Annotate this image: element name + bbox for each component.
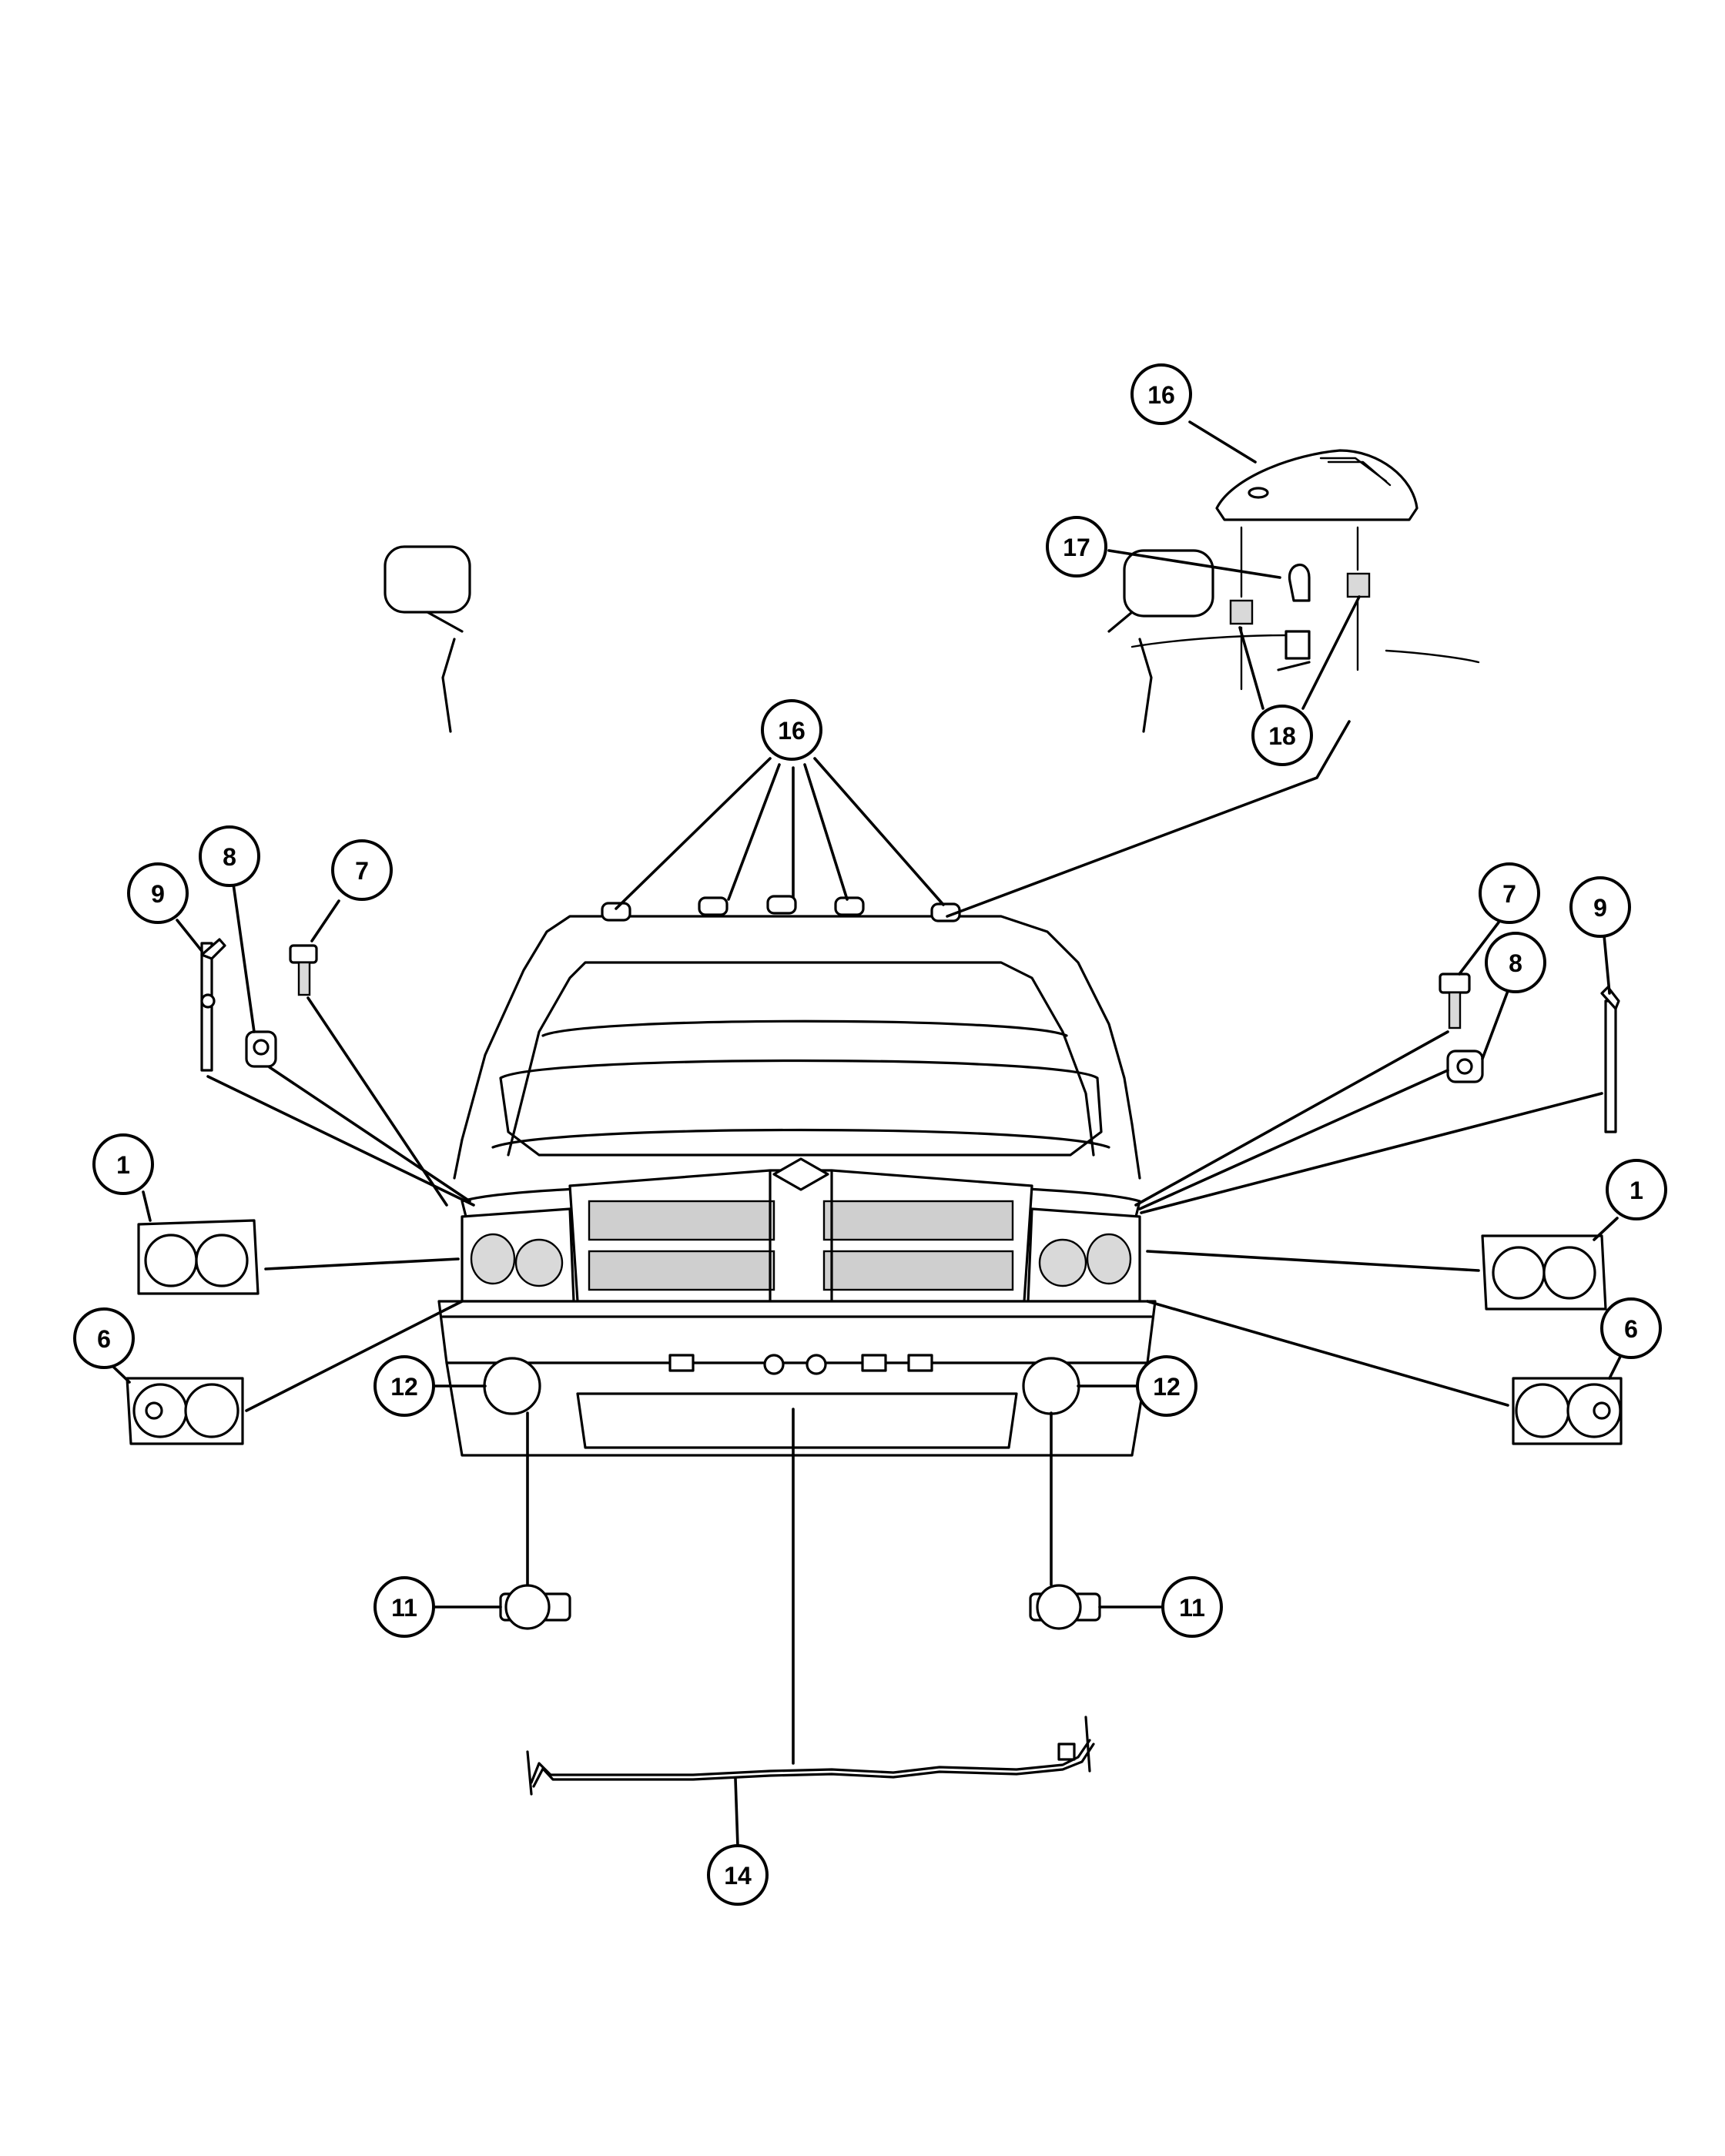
svg-text:8: 8 (223, 843, 236, 871)
part-14-wiring-harness (526, 1716, 1095, 1796)
left-mirror (384, 545, 471, 633)
svg-text:8: 8 (1509, 949, 1522, 977)
part-6-right-housing (1512, 1377, 1623, 1445)
svg-text:16: 16 (778, 717, 806, 745)
truck-headlamp-left (461, 1207, 575, 1303)
svg-text:11: 11 (1179, 1594, 1205, 1622)
svg-text:16: 16 (1147, 381, 1175, 409)
front-bumper (437, 1300, 1157, 1457)
svg-text:9: 9 (1593, 894, 1607, 922)
callout-1-left: 1 (92, 1133, 154, 1195)
svg-text:12: 12 (390, 1373, 418, 1401)
part-1-right-headlamp (1481, 1234, 1607, 1311)
part-11-right-fog-bulb (1029, 1584, 1101, 1630)
callout-11-left: 11 (373, 1576, 435, 1638)
callout-12-left: 12 (373, 1355, 435, 1417)
callout-18: 18 (1251, 705, 1313, 766)
callout-11-right: 11 (1161, 1576, 1223, 1638)
part-1-left-headlamp (137, 1219, 260, 1295)
roof-lamp-detail (1130, 449, 1480, 691)
svg-text:6: 6 (97, 1325, 111, 1353)
fog-lamp-left-bezel (483, 1357, 541, 1415)
callout-8-right: 8 (1485, 932, 1546, 993)
svg-text:7: 7 (355, 857, 369, 885)
callout-7-right: 7 (1479, 862, 1540, 924)
leader-lines (110, 420, 1623, 1848)
svg-text:9: 9 (151, 880, 165, 908)
callout-7-left: 7 (331, 839, 393, 901)
callout-16-top: 16 (1130, 363, 1192, 425)
svg-text:14: 14 (724, 1862, 752, 1890)
svg-text:6: 6 (1624, 1315, 1638, 1343)
fog-lamp-right-bezel (1022, 1357, 1080, 1415)
part-7-left-screw (289, 944, 318, 996)
svg-text:11: 11 (391, 1594, 417, 1622)
part-11-left-fog-bulb (499, 1584, 571, 1630)
callout-12-right: 12 (1136, 1355, 1197, 1417)
part-6-left-housing (126, 1377, 244, 1445)
callout-17: 17 (1046, 516, 1107, 578)
callout-1-right: 1 (1606, 1159, 1667, 1220)
svg-text:12: 12 (1153, 1373, 1181, 1401)
svg-text:1: 1 (116, 1151, 130, 1179)
callout-8-left: 8 (199, 825, 260, 887)
callout-9-left: 9 (127, 862, 189, 924)
right-mirror (1107, 549, 1214, 633)
truck-front-view (384, 545, 1214, 1457)
svg-text:17: 17 (1063, 534, 1090, 561)
svg-text:1: 1 (1630, 1177, 1643, 1204)
grille (568, 1157, 1033, 1303)
part-9-right-bracket (1600, 986, 1620, 1133)
roof-marker-lamps (601, 895, 961, 922)
callout-14: 14 (707, 1844, 769, 1906)
callout-16-roof: 16 (761, 699, 822, 761)
svg-text:7: 7 (1502, 880, 1516, 908)
truck-headlamp-right (1027, 1207, 1141, 1303)
part-9-left-bracket (200, 938, 226, 1072)
svg-text:18: 18 (1268, 722, 1296, 750)
callout-6-right: 6 (1600, 1297, 1662, 1359)
callout-6-left: 6 (73, 1307, 135, 1369)
part-8-right-nut (1446, 1050, 1484, 1083)
part-7-right-screw (1439, 973, 1471, 1029)
part-8-left-nut (245, 1030, 277, 1068)
callout-9-right: 9 (1569, 876, 1631, 938)
